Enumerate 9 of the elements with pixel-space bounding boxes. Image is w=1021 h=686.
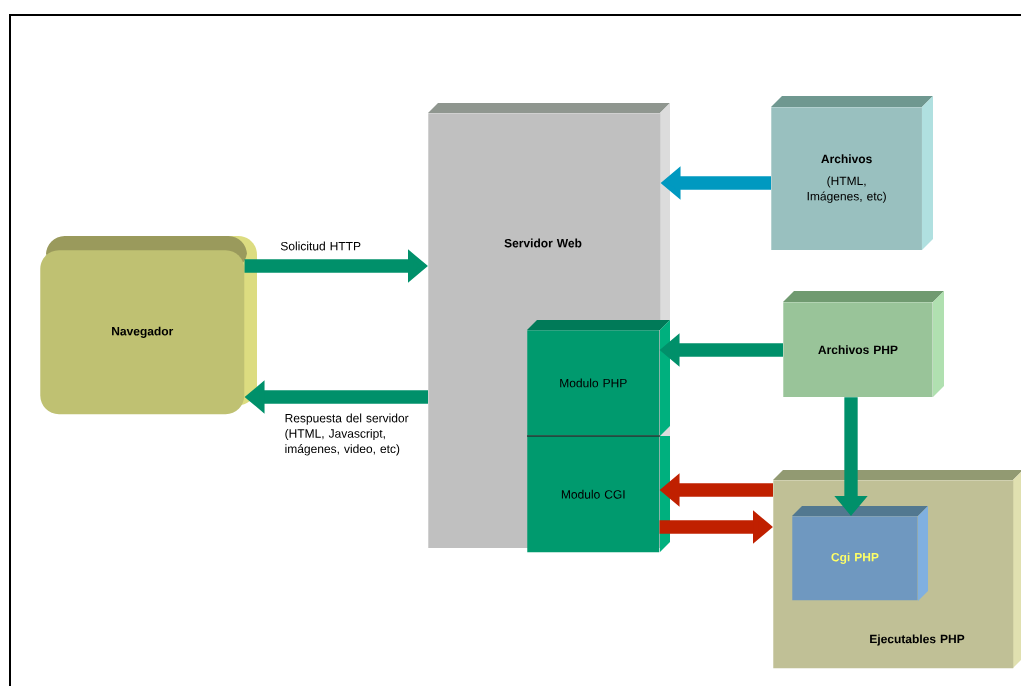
cube-box: Archivos PHP: [783, 291, 944, 397]
edge-label: Solicitud HTTP: [280, 241, 361, 251]
cube-box: Archivos (HTML, Imágenes, etc): [771, 96, 933, 250]
cube-box: Modulo PHP: [527, 320, 670, 436]
cube-box: Cgi PHP: [792, 506, 928, 601]
rounded-box: Navegador: [40, 236, 257, 415]
cube-box: Modulo CGI: [526, 435, 670, 553]
node-label: Modulo PHP: [560, 378, 627, 388]
edge-label: Respuesta del servidor (HTML, Javascript, imágenes, video, etc): [285, 413, 409, 456]
